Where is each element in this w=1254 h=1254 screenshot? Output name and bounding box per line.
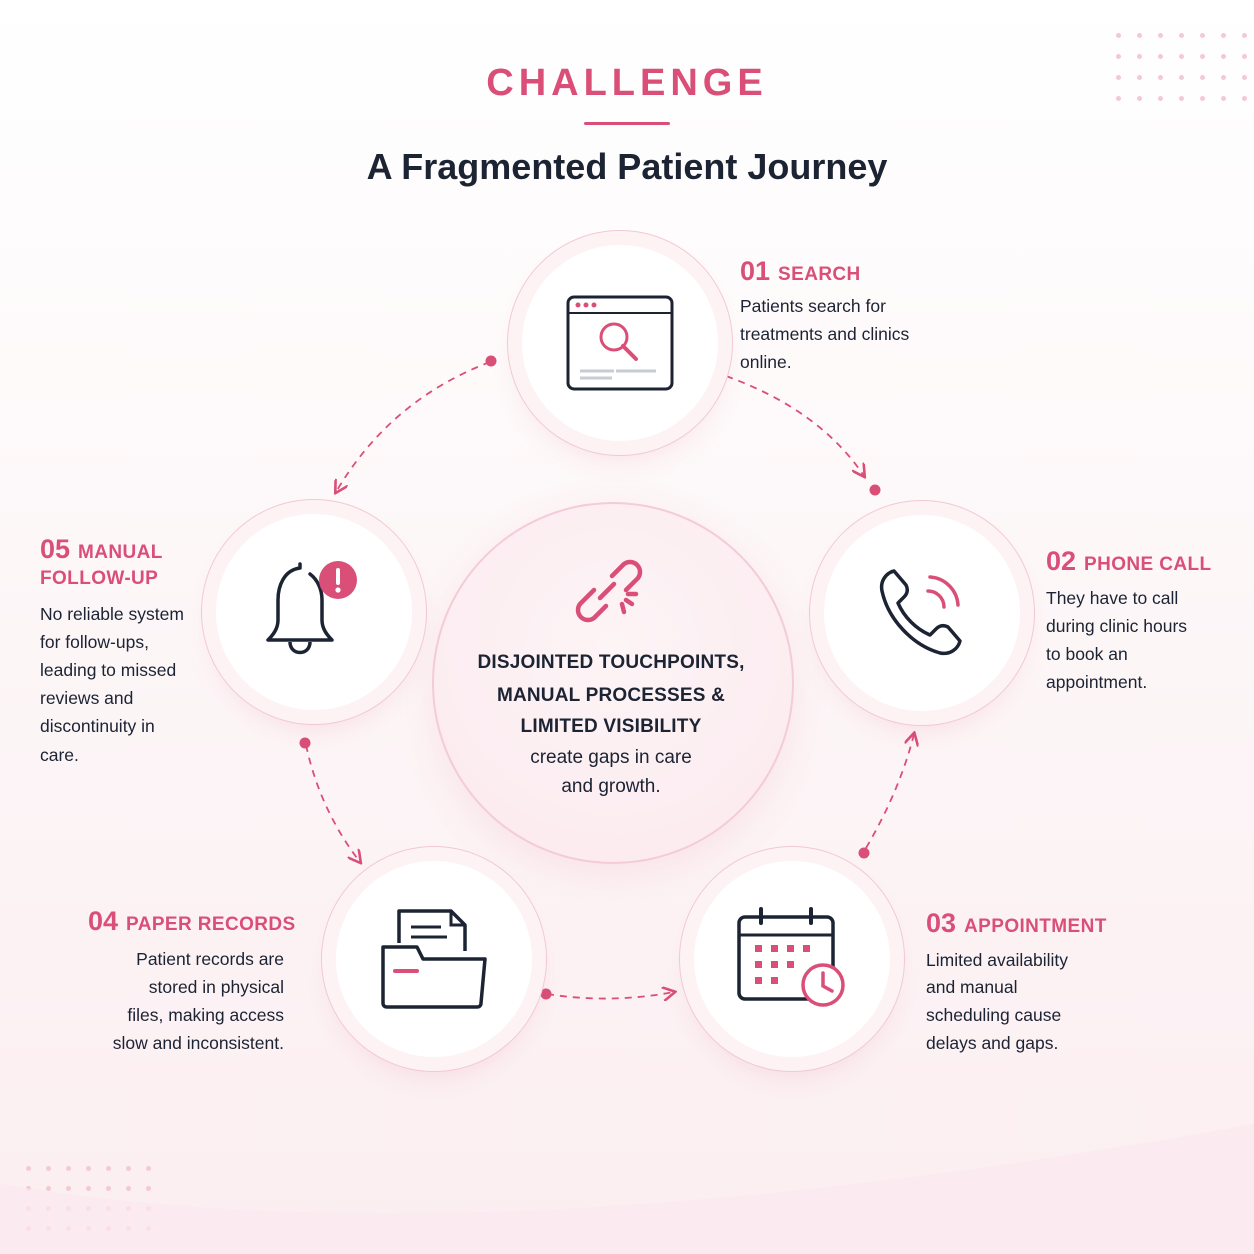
step-01-desc-line-1: Patients search for — [740, 296, 886, 316]
eyebrow-underline — [584, 122, 670, 125]
step-02-desc-line-3: to book an — [1046, 644, 1128, 664]
phone-call-icon — [879, 569, 962, 656]
step-02-node — [824, 515, 1020, 711]
connector-04-05 — [305, 744, 360, 862]
step-05-node — [216, 514, 412, 710]
step-05-desc-line-6: care. — [40, 745, 79, 765]
bell-alert-icon — [266, 561, 357, 655]
step-04-desc-line-4: slow and inconsistent. — [112, 1033, 284, 1053]
step-03-desc-line-1: Limited availability — [926, 950, 1069, 970]
step-02-title: PHONE CALL — [1084, 554, 1212, 575]
center-bold-line-3: LIMITED VISIBILITY — [520, 716, 702, 737]
page-title: A Fragmented Patient Journey — [366, 146, 888, 187]
step-05-heading: 05 MANUAL — [40, 534, 163, 565]
step-03-desc-line-4: delays and gaps. — [926, 1033, 1059, 1053]
step-01-number: 01 — [740, 256, 771, 286]
center-summary-circle — [432, 502, 794, 864]
folder-document-icon — [381, 909, 487, 1009]
step-05-desc-line-5: discontinuity in — [40, 716, 155, 736]
step-03-node — [694, 861, 890, 1057]
step-04-number: 04 — [88, 906, 119, 936]
background-wave — [0, 1124, 1254, 1254]
connector-02-03 — [865, 734, 914, 849]
step-02-desc-line-4: appointment. — [1046, 672, 1148, 692]
step-05-desc-line-3: leading to missed — [40, 660, 177, 680]
step-04-desc-line-1: Patient records are — [136, 949, 284, 969]
connector-05-01 — [336, 361, 491, 492]
center-bold-line-1: DISJOINTED TOUCHPOINTS, — [477, 652, 745, 673]
step-01-desc-line-2: treatments and clinics — [740, 324, 910, 344]
step-04-heading: 04 PAPER RECORDS — [88, 906, 296, 937]
calendar-clock-icon — [737, 907, 845, 1007]
step-02-number: 02 — [1046, 546, 1077, 576]
step-03-title: APPOINTMENT — [964, 916, 1107, 937]
step-05-desc-line-2: for follow-ups, — [40, 632, 149, 652]
step-05-desc-line-1: No reliable system — [40, 604, 184, 624]
step-04-desc-line-3: files, making access — [127, 1005, 284, 1025]
step-03-number: 03 — [926, 908, 957, 938]
step-03-desc-line-2: and manual — [926, 977, 1018, 997]
browser-search-icon — [566, 295, 674, 391]
step-01-title: SEARCH — [778, 264, 861, 285]
step-04-node — [336, 861, 532, 1057]
decorative-dots-top-right — [1116, 33, 1247, 101]
step-02-desc-line-1: They have to call — [1046, 588, 1179, 608]
step-01-heading: 01 SEARCH — [740, 256, 861, 287]
step-05-number: 05 — [40, 534, 71, 564]
connector-03-04 — [546, 992, 674, 999]
step-04-title: PAPER RECORDS — [126, 914, 296, 935]
step-02-desc-line-2: during clinic hours — [1046, 616, 1188, 636]
step-02-heading: 02 PHONE CALL — [1046, 546, 1212, 577]
step-03-desc-line-3: scheduling cause — [926, 1005, 1062, 1025]
step-01-node — [522, 245, 718, 441]
center-text-line-1: create gaps in care — [530, 747, 692, 768]
connector-01-02 — [725, 375, 864, 476]
step-05-desc-line-4: reviews and — [40, 688, 134, 708]
step-04-desc-line-2: stored in physical — [148, 977, 284, 997]
step-03-heading: 03 APPOINTMENT — [926, 908, 1107, 939]
step-01-desc-line-3: online. — [740, 352, 792, 372]
center-bold-line-2: MANUAL PROCESSES & — [496, 685, 726, 706]
center-text-line-2: and growth. — [561, 776, 661, 797]
section-eyebrow: CHALLENGE — [486, 62, 768, 104]
step-05-title-line-1: MANUAL — [78, 542, 163, 563]
broken-link-icon — [575, 559, 643, 623]
step-05-title-line-2: FOLLOW-UP — [40, 568, 159, 589]
